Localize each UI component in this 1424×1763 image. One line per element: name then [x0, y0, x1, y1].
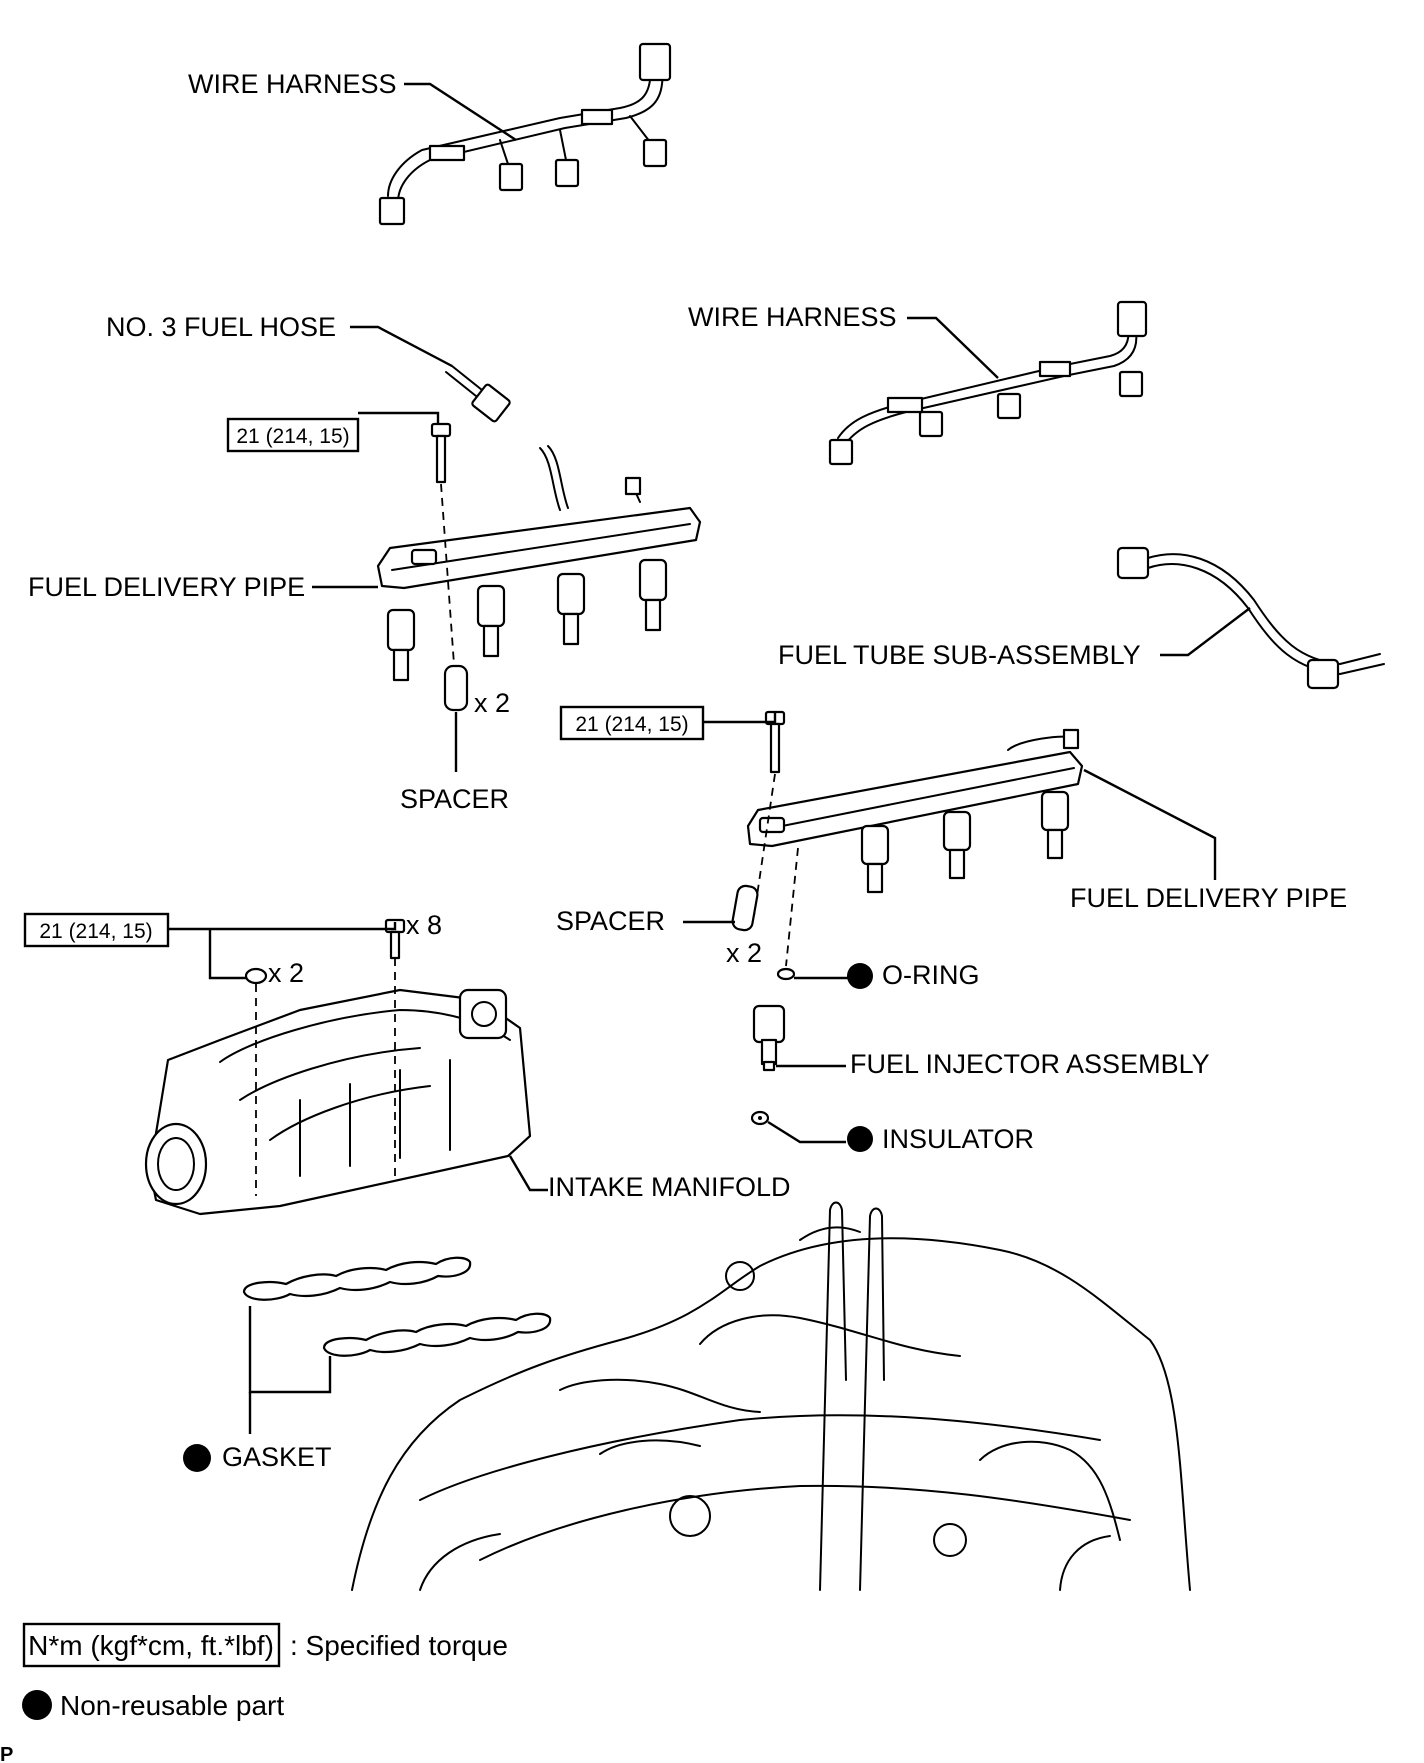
label-fuel-delivery-pipe-right: FUEL DELIVERY PIPE [1070, 883, 1347, 913]
label-fuel-delivery-pipe-left: FUEL DELIVERY PIPE [28, 572, 305, 602]
wire-harness-top-illustration [378, 42, 672, 226]
torque-spec-manifold: 21 (214, 15) [39, 920, 152, 943]
torque-box-manifold [23, 912, 170, 948]
fuel-delivery-pipe-right-illustration [731, 710, 1084, 967]
fuel-delivery-pipe-left-illustration [376, 422, 702, 772]
torque-spec-right-pipe: 21 (214, 15) [575, 713, 688, 736]
label-intake-manifold: INTAKE MANIFOLD [548, 1172, 791, 1202]
torque-box-left-pipe [226, 417, 360, 453]
torque-box-right-pipe [559, 705, 705, 741]
label-gasket: GASKET [222, 1442, 332, 1472]
leader-lines [168, 82, 1251, 1192]
legend-nonreusable-dot-icon [22, 1690, 52, 1720]
label-spacer-right: SPACER [556, 906, 665, 936]
legend-nonreusable-text: Non-reusable part [60, 1690, 284, 1721]
legend: N*m (kgf*cm, ft.*lbf) : Specified torque… [22, 1622, 508, 1721]
label-spacer-left: SPACER [400, 784, 509, 814]
label-fuel-tube-sub-assembly: FUEL TUBE SUB-ASSEMBLY [778, 640, 1141, 670]
nonreusable-dot-icon-insulator [847, 1126, 873, 1152]
intake-manifold-illustration [144, 918, 532, 1216]
label-wire-harness-right: WIRE HARNESS [688, 302, 897, 332]
fuel-tube-sub-assembly-illustration [1116, 546, 1385, 690]
legend-torque-text: : Specified torque [290, 1630, 508, 1661]
injector-parts-illustration [750, 967, 796, 1126]
qty-manifold-nut: x 2 [268, 958, 304, 988]
label-insulator: INSULATOR [882, 1124, 1034, 1154]
legend-torque-box [22, 1622, 281, 1668]
corner-mark: P [0, 1744, 13, 1763]
no3-fuel-hose-illustration [445, 365, 511, 423]
label-no3-fuel-hose: NO. 3 FUEL HOSE [106, 312, 336, 342]
nonreusable-dot-icon-gasket [183, 1444, 211, 1472]
qty-spacer-left: x 2 [474, 688, 510, 718]
label-o-ring: O-RING [882, 960, 980, 990]
qty-manifold-bolt: x 8 [406, 910, 442, 940]
wire-harness-right-illustration [828, 300, 1148, 466]
gasket-illustration [242, 1256, 552, 1434]
qty-spacer-right: x 2 [726, 938, 762, 968]
label-fuel-injector-assembly: FUEL INJECTOR ASSEMBLY [850, 1049, 1210, 1079]
torque-spec-left-pipe: 21 (214, 15) [236, 425, 349, 448]
label-wire-harness-top: WIRE HARNESS [188, 69, 397, 99]
nonreusable-dot-icon-o-ring [847, 963, 873, 989]
engine-block-illustration [351, 1201, 1191, 1591]
legend-torque-unit: N*m (kgf*cm, ft.*lbf) [28, 1630, 274, 1661]
